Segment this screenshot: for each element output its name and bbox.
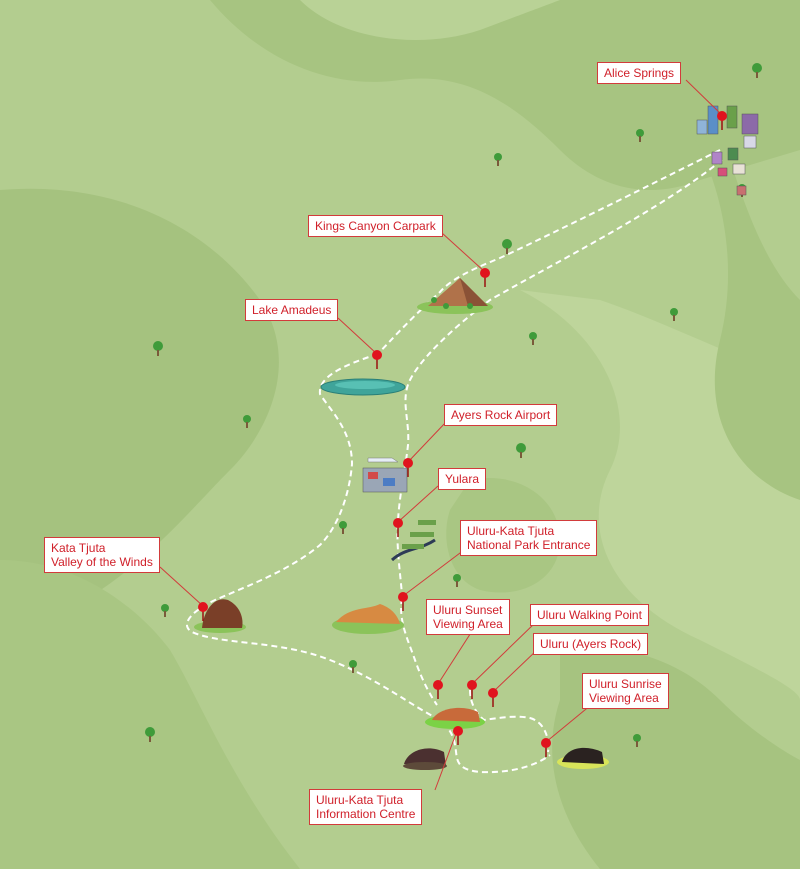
alice-springs-town-icon <box>696 105 759 196</box>
label-yulara[interactable]: Yulara <box>438 468 487 490</box>
label-line: Uluru-Kata Tjuta <box>316 793 404 807</box>
pin-uluru-ayers-rock[interactable] <box>488 688 498 707</box>
label-information-centre[interactable]: Uluru-Kata Tjuta Information Centre <box>309 789 423 825</box>
yulara-village-icon <box>390 520 436 562</box>
label-line: Information Centre <box>316 807 416 821</box>
label-line: Uluru Sunset <box>433 603 503 617</box>
route-lines <box>186 149 723 774</box>
leader-lines <box>159 79 723 791</box>
label-uluru-sunset[interactable]: Uluru Sunset Viewing Area <box>426 599 510 635</box>
label-national-park-entrance[interactable]: Uluru-Kata Tjuta National Park Entrance <box>460 520 598 556</box>
uluru-rock-icon <box>425 707 485 729</box>
lake-amadeus-icon <box>320 378 406 396</box>
label-kata-tjuta[interactable]: Kata Tjuta Valley of the Winds <box>44 537 160 573</box>
ayers-rock-airport-icon <box>362 457 408 493</box>
pin-lake-amadeus[interactable] <box>372 350 382 369</box>
pin-uluru-sunrise[interactable] <box>541 738 551 757</box>
pin-national-park-entrance[interactable] <box>398 592 408 611</box>
label-line: Valley of the Winds <box>51 555 153 569</box>
label-line: Uluru-Kata Tjuta <box>467 524 555 538</box>
pin-kata-tjuta[interactable] <box>198 602 208 621</box>
pin-alice-springs[interactable] <box>717 111 727 130</box>
label-uluru-walking-point[interactable]: Uluru Walking Point <box>530 604 649 626</box>
label-line: Viewing Area <box>589 691 659 705</box>
pin-yulara[interactable] <box>393 518 403 537</box>
label-line: Uluru (Ayers Rock) <box>540 637 642 651</box>
label-line: Yulara <box>445 472 480 486</box>
label-line: Viewing Area <box>433 617 503 631</box>
information-centre-icon <box>403 748 447 770</box>
label-line: Uluru Sunrise <box>589 677 662 691</box>
pin-information-centre[interactable] <box>453 726 463 745</box>
pin-ayers-rock-airport[interactable] <box>403 458 413 477</box>
label-line: Uluru Walking Point <box>537 608 642 622</box>
label-kings-canyon[interactable]: Kings Canyon Carpark <box>308 215 443 237</box>
kings-canyon-mountain-icon <box>417 278 493 314</box>
label-uluru-ayers-rock[interactable]: Uluru (Ayers Rock) <box>533 633 649 655</box>
label-uluru-sunrise[interactable]: Uluru Sunrise Viewing Area <box>582 673 669 709</box>
label-line: Alice Springs <box>604 66 675 80</box>
label-ayers-rock-airport[interactable]: Ayers Rock Airport <box>444 404 558 426</box>
kata-tjuta-icon <box>194 599 246 633</box>
label-line: Lake Amadeus <box>252 303 332 317</box>
label-line: Kings Canyon Carpark <box>315 219 436 233</box>
label-lake-amadeus[interactable]: Lake Amadeus <box>245 299 339 321</box>
uluru-sunrise-icon <box>557 747 609 769</box>
national-park-entrance-icon <box>332 604 404 634</box>
pin-uluru-sunset[interactable] <box>433 680 443 699</box>
pins <box>198 111 727 757</box>
label-alice-springs[interactable]: Alice Springs <box>597 62 682 84</box>
pin-kings-canyon[interactable] <box>480 268 490 287</box>
label-line: Kata Tjuta <box>51 541 106 555</box>
label-line: Ayers Rock Airport <box>451 408 551 422</box>
label-line: National Park Entrance <box>467 538 591 552</box>
pin-uluru-walking-point[interactable] <box>467 680 477 699</box>
